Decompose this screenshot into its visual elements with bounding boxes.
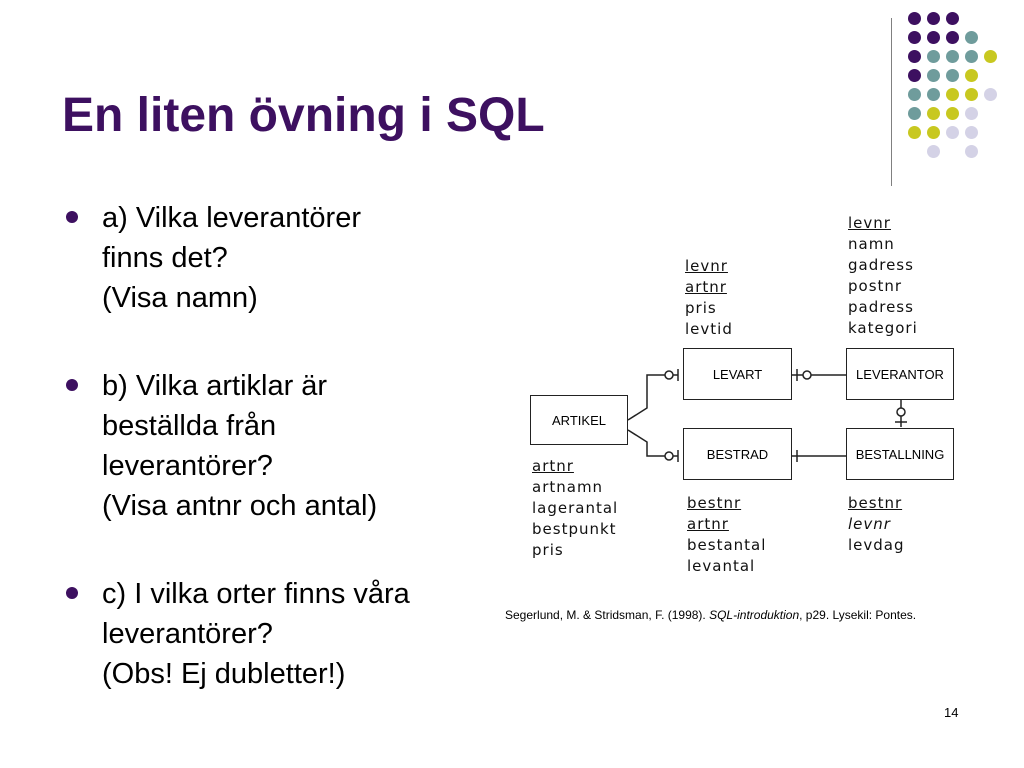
decorative-dot — [965, 88, 978, 101]
citation: Segerlund, M. & Stridsman, F. (1998). SQ… — [505, 608, 916, 622]
attribute: bestnr — [848, 494, 903, 512]
attributes-bestallning: bestnr levnr levdag — [848, 493, 905, 556]
attribute: bestnr — [687, 494, 742, 512]
decorative-dot — [927, 50, 940, 63]
bullet-line: b) Vilka artiklar är — [102, 370, 328, 402]
decorative-dot — [965, 50, 978, 63]
attribute: levtid — [685, 320, 733, 338]
decorative-dot — [908, 69, 921, 82]
attribute: gadress — [848, 256, 914, 274]
decorative-dot — [984, 50, 997, 63]
attribute: bestantal — [687, 536, 767, 554]
bullet-line: leverantörer? — [102, 450, 273, 482]
decorative-dot — [908, 50, 921, 63]
bullet-line: leverantörer? — [102, 618, 273, 650]
er-diagram: ARTIKEL LEVART BESTRAD LEVERANTOR BESTAL… — [520, 205, 970, 590]
decorative-dot — [946, 126, 959, 139]
bullet-dot-icon — [66, 211, 78, 223]
decorative-dot — [927, 31, 940, 44]
citation-publisher: , p29. Lysekil: Pontes. — [799, 608, 917, 622]
attribute: levnr — [685, 257, 728, 275]
attribute: levnr — [848, 515, 891, 533]
decorative-dot — [927, 145, 940, 158]
attribute: artnr — [532, 457, 574, 475]
bullet-line: (Visa namn) — [102, 282, 258, 314]
citation-authors: Segerlund, M. & Stridsman, F. (1998). — [505, 608, 710, 622]
decorative-dot — [927, 88, 940, 101]
decorative-dot — [946, 31, 959, 44]
attribute: pris — [685, 299, 717, 317]
attribute: artnr — [687, 515, 729, 533]
entity-leverantor: LEVERANTOR — [846, 348, 954, 400]
connector-artikel-bestrad — [627, 429, 678, 457]
decorative-dot — [908, 88, 921, 101]
bullet-line: beställda från — [102, 410, 277, 442]
decorative-dot — [946, 12, 959, 25]
decorative-dot — [908, 31, 921, 44]
bullet-dot-icon — [66, 587, 78, 599]
decorative-dot — [908, 107, 921, 120]
decorative-dot — [927, 107, 940, 120]
decorative-dot — [946, 107, 959, 120]
decorative-dot — [965, 31, 978, 44]
citation-book-title: SQL-introduktion — [709, 608, 800, 622]
decorative-dot — [908, 126, 921, 139]
attribute: artnamn — [532, 478, 604, 496]
attribute: namn — [848, 235, 895, 253]
bullet-line: (Obs! Ej dubletter!) — [102, 658, 346, 690]
decorative-dot — [984, 88, 997, 101]
optional-circle-icon — [896, 407, 906, 417]
decorative-dot — [946, 50, 959, 63]
attributes-bestrad: bestnr artnr bestantal levantal — [687, 493, 766, 577]
connector-artikel-levart — [627, 374, 678, 421]
decorative-dot — [965, 107, 978, 120]
decorative-dot — [965, 69, 978, 82]
decorative-dot — [946, 88, 959, 101]
slide-title: En liten övning i SQL — [62, 89, 545, 142]
attribute: bestpunkt — [532, 520, 617, 538]
bullet-line: a) Vilka leverantörer — [102, 202, 361, 234]
attribute: postnr — [848, 277, 903, 295]
decorative-dot-grid — [908, 12, 1008, 172]
decorative-dot — [927, 12, 940, 25]
er-connectors — [627, 369, 907, 462]
decorative-dot — [927, 69, 940, 82]
entity-bestallning: BESTALLNING — [846, 428, 954, 480]
attribute: artnr — [685, 278, 727, 296]
attribute: levnr — [848, 214, 891, 232]
entity-artikel: ARTIKEL — [530, 395, 628, 445]
decorative-dot — [946, 69, 959, 82]
bullet-dot-icon — [66, 379, 78, 391]
attribute: levantal — [687, 557, 756, 575]
decorative-dot — [927, 126, 940, 139]
decorative-dot — [965, 145, 978, 158]
entity-levart: LEVART — [683, 348, 792, 400]
attribute: pris — [532, 541, 564, 559]
page-number: 14 — [944, 705, 959, 720]
bullet-line: finns det? — [102, 242, 228, 274]
decorative-dot — [965, 126, 978, 139]
attribute: levdag — [848, 536, 905, 554]
attribute: lagerantal — [532, 499, 619, 517]
entity-bestrad: BESTRAD — [683, 428, 792, 480]
attributes-leverantor: levnr namn gadress postnr padress katego… — [848, 213, 918, 339]
optional-circle-icon — [664, 451, 674, 461]
attributes-levart: levnr artnr pris levtid — [685, 256, 733, 340]
attributes-artikel: artnr artnamn lagerantal bestpunkt pris — [532, 456, 618, 561]
divider-line — [891, 18, 892, 186]
decorative-dot — [908, 12, 921, 25]
bullet-line: c) I vilka orter finns våra — [102, 578, 410, 610]
attribute: kategori — [848, 319, 918, 337]
bullet-line: (Visa antnr och antal) — [102, 490, 378, 522]
attribute: padress — [848, 298, 914, 316]
optional-circle-icon — [664, 370, 674, 380]
optional-circle-icon — [802, 370, 812, 380]
